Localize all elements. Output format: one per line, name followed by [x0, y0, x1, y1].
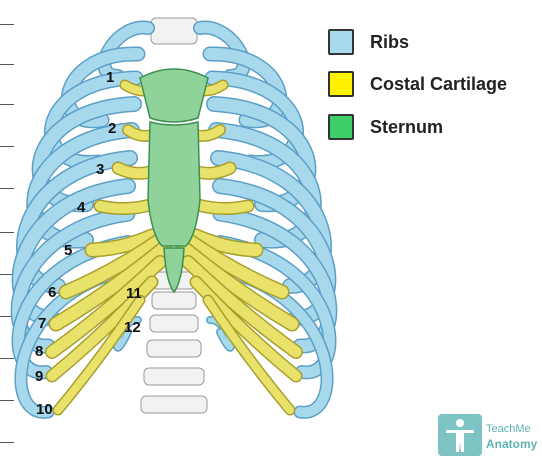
rib-number-9: 9	[35, 369, 43, 384]
costal-cartilage-3	[198, 168, 230, 173]
legend-swatch-sternum	[328, 114, 354, 140]
manubrium	[140, 69, 208, 122]
vertebra	[141, 396, 207, 413]
vertebra	[152, 292, 196, 309]
vertebra	[147, 340, 201, 357]
legend-item-costal-cartilage: Costal Cartilage	[328, 68, 507, 100]
legend-label-sternum: Sternum	[370, 117, 443, 138]
rib-number-3: 3	[96, 162, 104, 177]
brand-line-2: Anatomy	[486, 438, 537, 450]
rib-number-6: 6	[48, 285, 56, 300]
legend-label-ribs: Ribs	[370, 32, 409, 53]
legend-item-ribs: Ribs	[328, 26, 409, 58]
rib-number-11: 11	[126, 286, 142, 301]
legend-swatch-ribs	[328, 29, 354, 55]
rib-number-7: 7	[38, 316, 46, 331]
vertebra	[150, 315, 198, 332]
sternum-body	[148, 122, 200, 246]
brand-line-1: TeachMe	[486, 424, 531, 435]
anatomy-figure-icon	[438, 414, 482, 456]
rib-number-12: 12	[124, 320, 141, 335]
costal-cartilage-4	[100, 205, 150, 209]
legend-label-costal-cartilage: Costal Cartilage	[370, 74, 507, 95]
costal-cartilage-4	[198, 205, 248, 209]
rib-number-5: 5	[64, 243, 72, 258]
rib-number-4: 4	[77, 200, 85, 215]
legend-swatch-costal-cartilage	[328, 71, 354, 97]
vertebra	[151, 18, 197, 44]
teachme-anatomy-logo: TeachMe Anatomy	[438, 414, 538, 456]
rib-number-1: 1	[106, 70, 114, 85]
rib-number-8: 8	[35, 344, 43, 359]
rib-number-10: 10	[36, 402, 53, 417]
legend-item-sternum: Sternum	[328, 111, 443, 143]
rib-number-2: 2	[108, 121, 116, 136]
vertebra	[144, 368, 204, 385]
costal-cartilage-3	[118, 168, 150, 173]
